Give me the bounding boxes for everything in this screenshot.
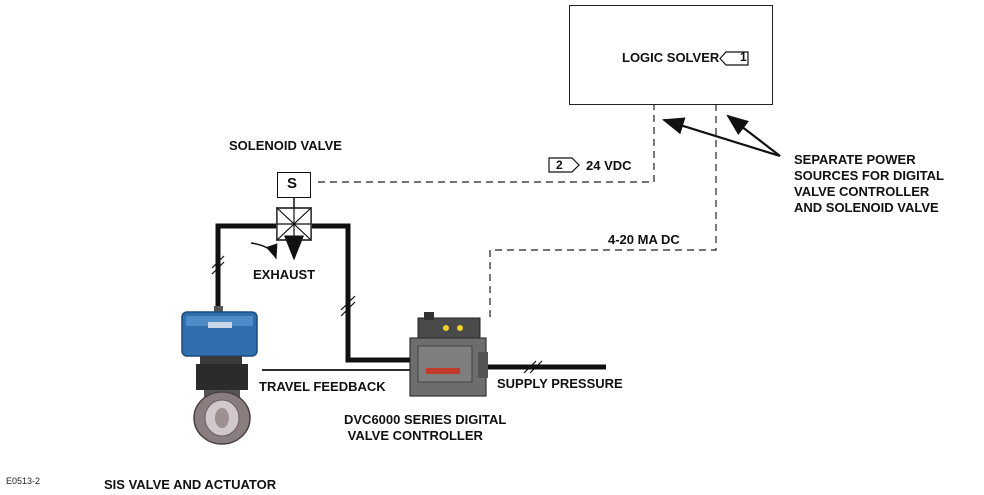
logic-solver-text: LOGIC SOLVER <box>622 50 720 65</box>
power-note-line-4: AND SOLENOID VALVE <box>794 200 939 215</box>
travel-feedback-label: TRAVEL FEEDBACK <box>259 379 386 394</box>
power-note-line-3: VALVE CONTROLLER <box>794 184 930 199</box>
tubing-slash-marks <box>211 255 543 374</box>
dc24-note-number: 2 <box>556 158 563 172</box>
power-note-line-2: SOURCES FOR DIGITAL <box>794 168 944 183</box>
solenoid-valve-title: SOLENOID VALVE <box>229 138 342 153</box>
ma-signal-label: 4-20 MA DC <box>608 232 680 247</box>
logic-solver-note-number: 1 <box>740 50 747 64</box>
power-note-line-1: SEPARATE POWER <box>794 152 916 167</box>
dvc6000-controller-image <box>409 312 488 397</box>
note-flag-2-icon <box>548 157 580 173</box>
signal-wire-24vdc <box>318 104 655 183</box>
exhaust-arrows <box>250 235 304 261</box>
solenoid-coil-box <box>277 172 311 198</box>
pneumatic-tubing <box>215 223 606 370</box>
supply-pressure-label: SUPPLY PRESSURE <box>497 376 623 391</box>
sis-caption: SIS VALVE AND ACTUATOR <box>104 477 277 492</box>
logic-solver-label: LOGIC SOLVER <box>622 50 749 66</box>
dc24-label: 24 VDC <box>586 158 632 173</box>
power-source-arrows <box>661 114 781 158</box>
controller-caption-line-2: VALVE CONTROLLER <box>344 428 483 443</box>
figure-code: E0513-2 <box>6 476 41 486</box>
signal-wire-4-20ma <box>489 104 717 318</box>
solenoid-valve-symbol <box>276 197 312 242</box>
controller-caption-line-1: DVC6000 SERIES DIGITAL <box>344 412 507 427</box>
sis-valve-actuator-image <box>181 306 258 445</box>
note-flag-icon <box>719 51 749 66</box>
exhaust-label: EXHAUST <box>253 267 316 282</box>
solenoid-symbol: S <box>287 175 298 192</box>
